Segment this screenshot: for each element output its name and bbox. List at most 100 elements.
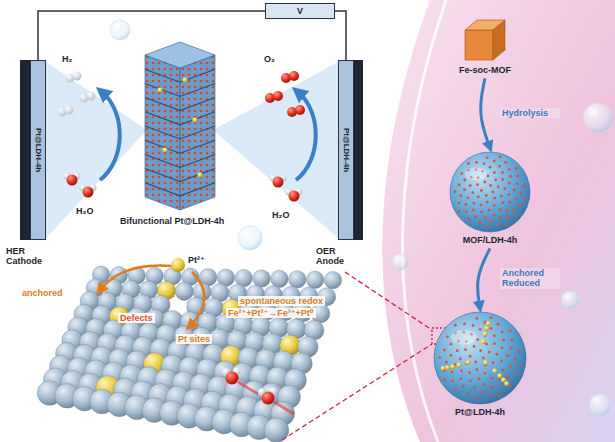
motion-streak <box>238 382 258 394</box>
o-site <box>454 190 457 193</box>
o-site <box>482 357 485 360</box>
o-site <box>492 361 495 364</box>
o-site <box>498 155 501 158</box>
o-site <box>472 324 475 327</box>
pt-atom <box>492 368 497 373</box>
pt-atom <box>162 147 167 152</box>
o-site <box>499 216 502 219</box>
o-site <box>493 214 496 217</box>
o-site <box>443 348 446 351</box>
node-label: MOF/LDH-4h <box>437 235 543 245</box>
o-site <box>490 316 493 319</box>
o-site <box>478 377 481 380</box>
pink-panel <box>382 0 615 442</box>
o-site <box>510 347 513 350</box>
surface-atom <box>289 271 306 288</box>
o-site <box>501 171 504 174</box>
o-site <box>480 391 483 394</box>
o-site <box>454 388 457 391</box>
electrode-plate: Pt@LDH-4h <box>338 60 354 240</box>
o-site <box>501 330 504 333</box>
shape-outline <box>440 150 540 234</box>
surface-atom <box>253 270 270 287</box>
o-site <box>480 211 483 214</box>
slab-layer <box>145 154 215 167</box>
surface-atom <box>175 282 193 300</box>
annotation-label: Pt²⁺ <box>188 255 205 265</box>
o-site <box>458 210 461 213</box>
o-site <box>497 323 500 326</box>
anchor-arrow <box>100 266 172 291</box>
slab-layer <box>145 140 215 153</box>
o-site <box>467 392 470 395</box>
catalyst-sphere: MOF/LDH-4h <box>437 150 543 245</box>
o-site <box>499 386 502 389</box>
o-site <box>483 372 486 375</box>
electrode-back <box>20 60 30 240</box>
o-site <box>483 181 486 184</box>
pt-atom <box>457 363 462 368</box>
o-site <box>508 182 511 185</box>
o-atom <box>262 392 275 405</box>
annotation-label: H₂ <box>62 54 73 64</box>
slab-layer <box>145 169 215 182</box>
surface-atom <box>306 271 323 288</box>
h-atom <box>73 72 82 81</box>
pt-atom <box>484 326 489 331</box>
o-atom <box>273 91 283 101</box>
o-atom <box>289 71 299 81</box>
catalyst-sphere: Pt@LDH-4h <box>422 310 538 417</box>
o-site <box>517 350 520 353</box>
h-atom <box>87 92 96 101</box>
o-site <box>509 175 512 178</box>
pt-atom <box>466 360 471 365</box>
o-site <box>464 348 467 351</box>
mof-crystal: Fe-soc-MOF <box>447 16 523 75</box>
pt-atom <box>497 373 502 378</box>
h-atom <box>65 106 74 115</box>
node-label: V <box>297 6 303 16</box>
o-site <box>513 189 516 192</box>
o-site <box>467 196 470 199</box>
o-site <box>464 203 467 206</box>
o-site <box>516 182 519 185</box>
o-atom <box>273 177 284 188</box>
o-atom <box>289 191 300 202</box>
o-site <box>486 201 489 204</box>
o-site <box>508 193 511 196</box>
zoom-line <box>345 272 432 330</box>
annotation-label: H₂O <box>76 206 94 216</box>
catalyst-surface <box>37 266 341 442</box>
o-site <box>506 209 509 212</box>
o-site <box>508 168 511 171</box>
o-site <box>505 223 508 226</box>
o-site <box>514 214 517 217</box>
o-site <box>483 162 486 165</box>
o-site <box>501 178 504 181</box>
o-site <box>467 218 470 221</box>
o-site <box>519 192 522 195</box>
o-site <box>480 203 483 206</box>
pt-atom <box>441 366 446 371</box>
o-site <box>473 345 476 348</box>
o-site <box>498 165 501 168</box>
reaction-arrow <box>100 92 120 180</box>
bubble <box>110 20 130 40</box>
bubble <box>238 226 262 250</box>
o-site <box>514 198 517 201</box>
highlight <box>465 168 487 181</box>
o-atom <box>67 175 78 186</box>
annotation-label: OER Anode <box>316 246 356 267</box>
bubble <box>589 394 611 416</box>
o-site <box>475 161 478 164</box>
o-site <box>484 216 487 219</box>
o-site <box>493 171 496 174</box>
o-site <box>451 371 454 374</box>
o-site <box>501 346 504 349</box>
o-site <box>509 329 512 332</box>
o-site <box>463 188 466 191</box>
o-site <box>515 167 518 170</box>
o-site <box>488 394 491 397</box>
o-site <box>457 202 460 205</box>
o-site <box>462 385 465 388</box>
